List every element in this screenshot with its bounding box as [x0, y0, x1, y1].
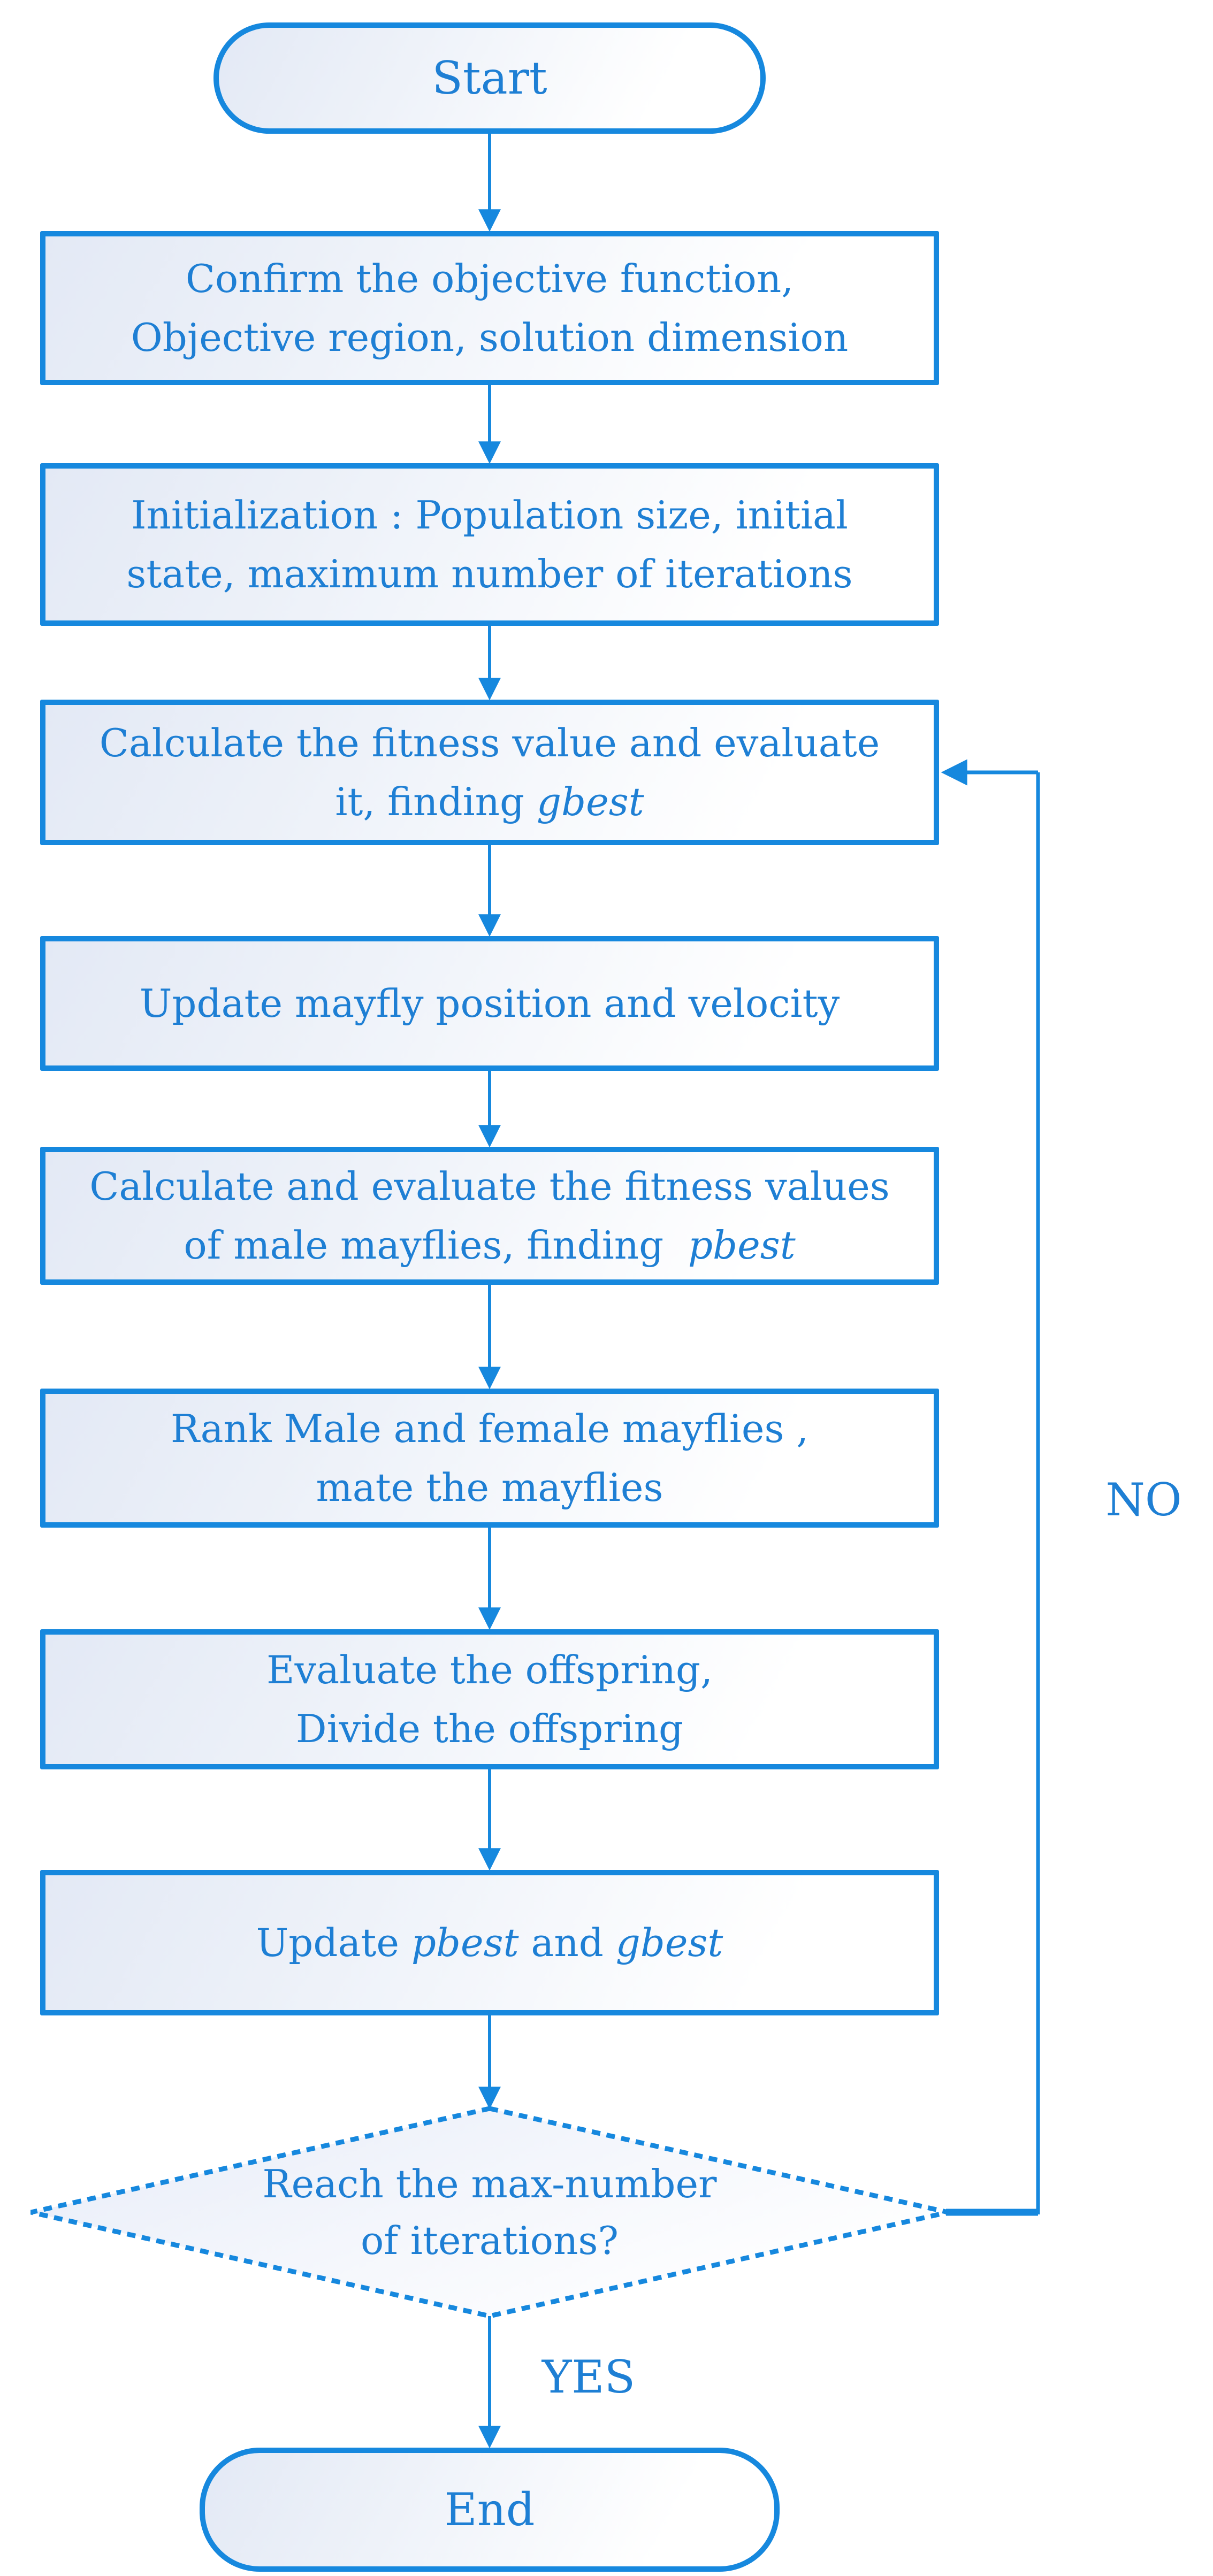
- node-start-label: Start: [432, 52, 547, 104]
- node-male-fitness-line1: Calculate and evaluate the fitness value…: [89, 1164, 890, 1209]
- node-init-line1: Initialization : Population size, initia…: [131, 493, 848, 538]
- edge-label-no: NO: [1105, 1474, 1182, 1526]
- node-offspring-line2: Divide the offspring: [295, 1706, 684, 1751]
- node-calculate-fitness-gbest: Calculate the fitness value and evaluate…: [40, 700, 939, 845]
- node-end-label: End: [444, 2483, 535, 2536]
- node-confirm-objective: Confirm the objective function, Objectiv…: [40, 231, 939, 385]
- node-initialization: Initialization : Population size, initia…: [40, 463, 939, 626]
- node-fitness-line2: it, finding gbest: [335, 779, 644, 824]
- pbest-italic: pbest: [688, 1223, 796, 1268]
- node-decision-line2: of iterations?: [360, 2218, 619, 2263]
- node-decision-max-iterations: Reach the max-number of iterations?: [222, 2155, 757, 2270]
- gbest-italic: gbest: [615, 1920, 723, 1965]
- node-male-fitness-line2: of male mayflies, finding pbest: [184, 1223, 796, 1268]
- gbest-italic: gbest: [536, 779, 644, 824]
- node-start: Start: [213, 22, 766, 134]
- decision-diamond-shape: [30, 2106, 949, 2319]
- node-rank-line1: Rank Male and female mayflies ,: [170, 1406, 809, 1451]
- node-confirm-line2: Objective region, solution dimension: [131, 315, 849, 360]
- node-evaluate-divide-offspring: Evaluate the offspring, Divide the offsp…: [40, 1629, 939, 1769]
- node-decision-line1: Reach the max-number: [262, 2161, 717, 2206]
- node-rank-line2: mate the mayflies: [316, 1465, 663, 1510]
- node-rank-mate-mayflies: Rank Male and female mayflies , mate the…: [40, 1389, 939, 1528]
- node-offspring-line1: Evaluate the offspring,: [266, 1647, 713, 1692]
- node-end: End: [200, 2448, 780, 2572]
- node-calculate-fitness-pbest: Calculate and evaluate the fitness value…: [40, 1147, 939, 1285]
- node-confirm-line1: Confirm the objective function,: [185, 256, 794, 301]
- pbest-italic: pbest: [411, 1920, 519, 1965]
- edge-label-yes: YES: [541, 2351, 636, 2403]
- node-fitness-line1: Calculate the fitness value and evaluate: [99, 720, 880, 765]
- node-update-best-line: Update pbest and gbest: [256, 1920, 723, 1965]
- node-update-position-line1: Update mayfly position and velocity: [139, 981, 840, 1026]
- node-update-position-velocity: Update mayfly position and velocity: [40, 936, 939, 1071]
- node-update-pbest-gbest: Update pbest and gbest: [40, 1870, 939, 2015]
- node-init-line2: state, maximum number of iterations: [126, 551, 853, 596]
